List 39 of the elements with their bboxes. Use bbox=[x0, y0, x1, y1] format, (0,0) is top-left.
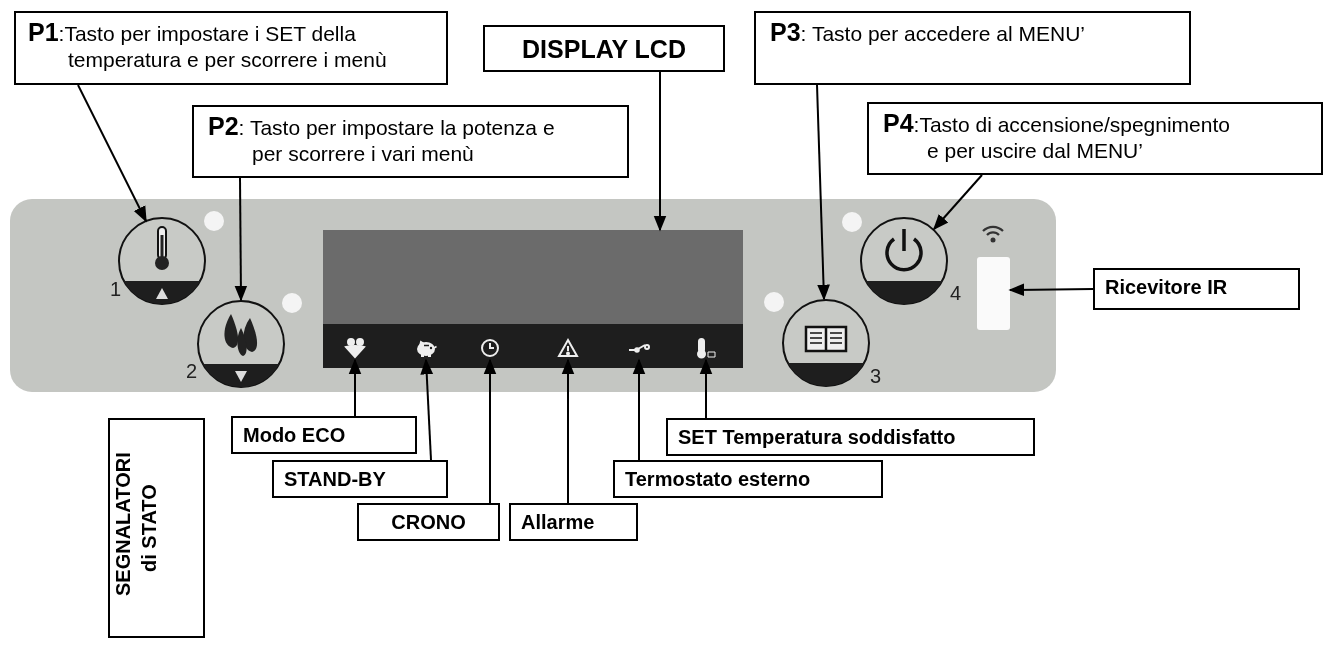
leader-arrow bbox=[483, 358, 497, 504]
callout-text: P4:Tasto di accensione/spegnimento e per uscire dal MENU’ bbox=[867, 102, 1323, 175]
callout-label: Allarme bbox=[509, 503, 638, 541]
thermometer-icon bbox=[695, 337, 717, 359]
callout-label: SET Temperatura soddisfatto bbox=[666, 418, 1035, 456]
callout-text: P3: Tasto per accedere al MENU’ bbox=[754, 11, 1191, 85]
leader-arrow bbox=[420, 358, 434, 461]
lcd-screen bbox=[323, 230, 743, 324]
callout-label: CRONO bbox=[357, 503, 500, 541]
leader-arrow bbox=[816, 84, 830, 301]
leader-arrow bbox=[77, 84, 147, 223]
callout-label: Ricevitore IR bbox=[1093, 268, 1300, 310]
piggy-bank-icon bbox=[415, 337, 437, 359]
button-number: 3 bbox=[870, 365, 882, 388]
leader-arrow bbox=[234, 177, 248, 302]
callout-label: Termostato esterno bbox=[613, 460, 883, 498]
book-button bbox=[780, 297, 872, 389]
leader-arrow bbox=[348, 358, 362, 417]
leader-arrow bbox=[699, 358, 713, 419]
flame-button bbox=[195, 298, 287, 390]
leader-arrow bbox=[1008, 283, 1094, 297]
people-icon bbox=[344, 337, 366, 359]
power-button bbox=[858, 215, 950, 307]
callout-label: DISPLAY LCD bbox=[483, 25, 725, 72]
sensor-window bbox=[977, 257, 1010, 330]
leader-arrow bbox=[932, 174, 983, 231]
button-number: 2 bbox=[186, 360, 198, 383]
button-number: 4 bbox=[950, 282, 962, 305]
callout-text: P2: Tasto per impostare la potenza e per scorrere i vari menù bbox=[192, 105, 629, 178]
clock-icon bbox=[479, 337, 501, 359]
group-label: SEGNALATORI di STATO bbox=[108, 418, 205, 638]
leader-arrow bbox=[632, 358, 646, 461]
button-number: 1 bbox=[110, 278, 122, 301]
callout-label: STAND-BY bbox=[272, 460, 448, 498]
leader-arrow bbox=[653, 71, 667, 232]
callout-text: P1:Tasto per impostare i SET della temperatura e per scorrere i menù bbox=[14, 11, 448, 85]
warning-icon bbox=[557, 337, 579, 359]
leader-arrow bbox=[561, 358, 575, 504]
callout-label: Modo ECO bbox=[231, 416, 417, 454]
